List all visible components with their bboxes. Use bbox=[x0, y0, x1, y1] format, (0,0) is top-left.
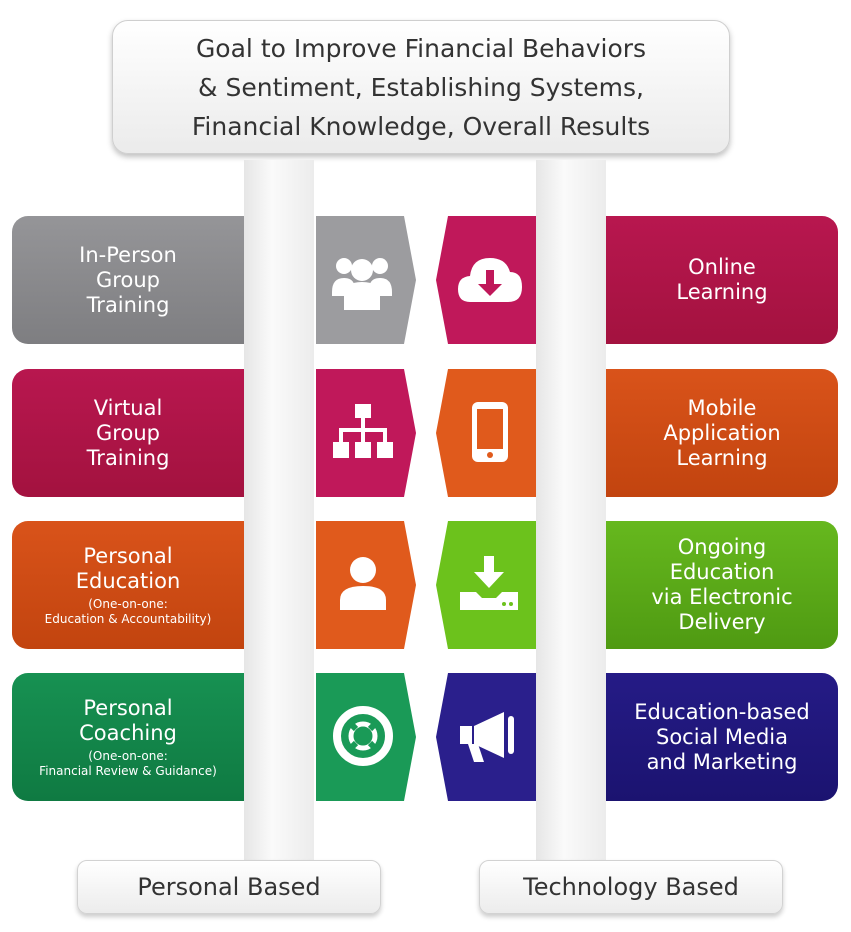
personal-chip-2 bbox=[316, 369, 416, 497]
personal-pillar bbox=[244, 160, 314, 875]
goal-box: Goal to Improve Financial Behaviors & Se… bbox=[112, 20, 730, 154]
tech-card-4: Education-based Social Media and Marketi… bbox=[606, 673, 838, 801]
person-icon bbox=[338, 556, 388, 612]
technology-pillar bbox=[536, 160, 606, 875]
personal-card-subtitle: (One-on-one: Financial Review & Guidance… bbox=[39, 748, 217, 778]
tech-card-3: Ongoing Education via Electronic Deliver… bbox=[606, 521, 838, 649]
personal-card-title: In-Person Group Training bbox=[79, 242, 177, 317]
goal-text: Goal to Improve Financial Behaviors & Se… bbox=[192, 29, 650, 146]
personal-card-1: In-Person Group Training bbox=[12, 216, 244, 344]
tech-card-title: Ongoing Education via Electronic Deliver… bbox=[651, 535, 793, 634]
mobile-phone-icon bbox=[470, 400, 510, 464]
goal-line-2: & Sentiment, Establishing Systems, bbox=[198, 72, 644, 102]
org-chart-icon bbox=[332, 404, 394, 460]
personal-card-subtitle: (One-on-one: Education & Accountability) bbox=[44, 596, 212, 626]
personal-card-4: Personal Coaching (One-on-one: Financial… bbox=[12, 673, 244, 801]
personal-based-label: Personal Based bbox=[77, 860, 381, 914]
goal-line-3: Financial Knowledge, Overall Results bbox=[191, 111, 651, 141]
tech-card-title: Online Learning bbox=[676, 255, 768, 304]
lifebuoy-icon bbox=[332, 705, 394, 767]
tech-card-title: Mobile Application Learning bbox=[663, 395, 781, 470]
personal-chip-4 bbox=[316, 673, 416, 801]
personal-chip-3 bbox=[316, 521, 416, 649]
tech-chip-3 bbox=[436, 521, 536, 649]
tech-card-1: Online Learning bbox=[606, 216, 838, 344]
personal-card-2: Virtual Group Training bbox=[12, 369, 244, 497]
tech-card-title: Education-based Social Media and Marketi… bbox=[634, 699, 810, 774]
tech-card-2: Mobile Application Learning bbox=[606, 369, 838, 497]
cloud-download-icon bbox=[456, 250, 524, 306]
personal-card-title: Personal Coaching bbox=[79, 695, 177, 745]
megaphone-icon bbox=[458, 708, 520, 766]
personal-card-3: Personal Education (One-on-one: Educatio… bbox=[12, 521, 244, 649]
personal-card-title: Virtual Group Training bbox=[86, 395, 170, 470]
download-tray-icon bbox=[458, 556, 520, 612]
personal-card-title: Personal Education bbox=[75, 543, 181, 593]
technology-based-label: Technology Based bbox=[479, 860, 783, 914]
goal-line-1: Goal to Improve Financial Behaviors bbox=[195, 33, 647, 63]
group-icon bbox=[330, 248, 394, 312]
